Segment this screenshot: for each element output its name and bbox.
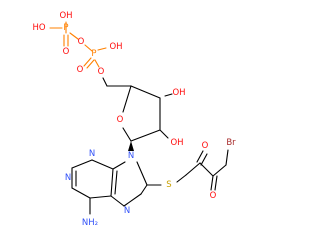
chemical-structure: HO P OH O O P OH O O O OH OH N N N N NH₂…: [32, 11, 236, 228]
atom-oh-4: OH: [170, 138, 183, 148]
atom-o-ester: O: [98, 67, 105, 77]
atom-o-keto-1: O: [202, 141, 209, 151]
atom-oh-1: OH: [59, 11, 72, 21]
atom-labels: HO P OH O O P OH O O O OH OH N N N N NH₂…: [32, 11, 236, 228]
atom-n1: N: [65, 173, 71, 183]
atom-nh2: NH₂: [82, 218, 98, 228]
atom-o-double-2: O: [77, 65, 84, 75]
atom-n3: N: [89, 149, 95, 159]
atom-oh-2: OH: [109, 42, 122, 52]
atom-o-bridge: O: [78, 37, 85, 47]
atom-ho-1: HO: [32, 23, 45, 33]
ribose-bonds: [122, 85, 173, 151]
atom-s: S: [166, 180, 171, 190]
atom-o-keto-2: O: [210, 191, 217, 201]
side-chain-bonds: [176, 149, 229, 191]
atom-o-ring: O: [117, 115, 124, 125]
atom-br: Br: [226, 138, 236, 148]
atom-p-2: P: [91, 49, 96, 59]
atom-p-1: P: [63, 23, 68, 33]
purine-bonds: [71, 159, 162, 215]
atom-n9: N: [128, 151, 134, 161]
atom-n7: N: [124, 206, 130, 216]
phosphate-bonds: [49, 21, 132, 87]
atom-o-double-1: O: [63, 47, 70, 57]
atom-oh-3: OH: [172, 88, 185, 98]
